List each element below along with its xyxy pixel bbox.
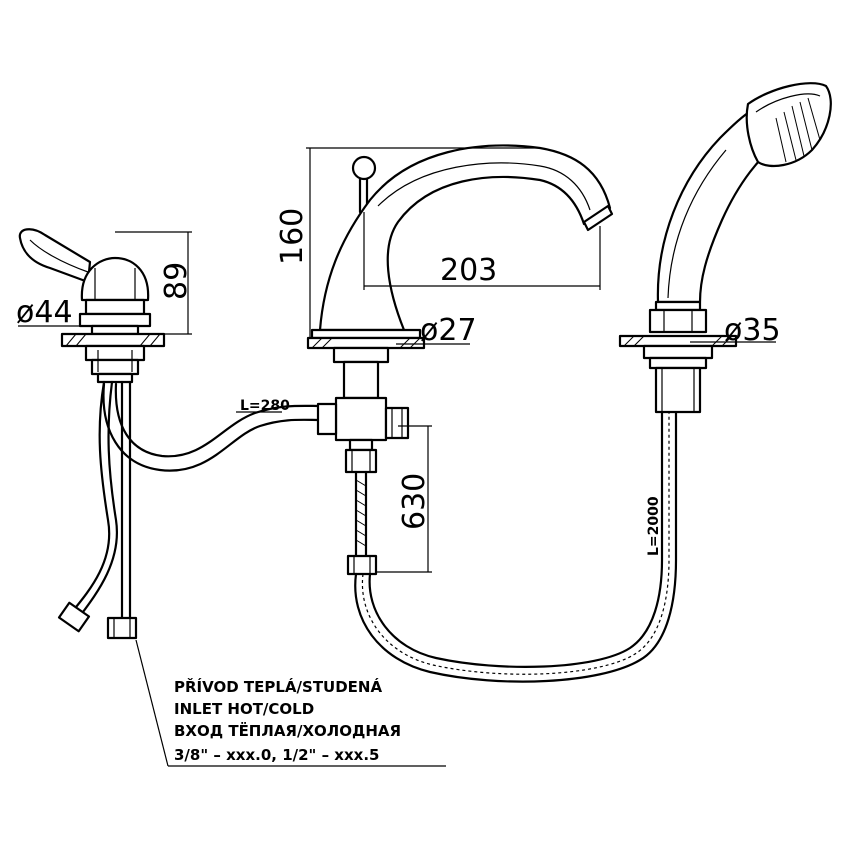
inlet-note-line-3: ВХОД ТЁПЛАЯ/ХОЛОДНАЯ — [174, 721, 401, 740]
dimension-spout-height: 160 — [275, 147, 540, 338]
dimension-spout-diameter: ø27 — [396, 313, 477, 348]
spout-height-label: 160 — [275, 208, 310, 265]
spout-reach-label: 203 — [440, 253, 497, 288]
connector-length-label: L=280 — [240, 398, 290, 414]
shower-hose-length-label: L=2000 — [646, 496, 662, 556]
hose-drop-label: 630 — [397, 473, 432, 530]
dimension-shower-diameter: ø35 — [690, 313, 781, 348]
shower-diameter-label: ø35 — [724, 313, 781, 348]
dimension-spout-reach: 203 — [363, 212, 601, 290]
dimension-handle-height: 89 — [115, 231, 194, 335]
mixer-handle-assembly — [18, 228, 166, 640]
inlet-note-line-1: PŘÍVOD TEPLÁ/STUDENÁ — [174, 677, 382, 696]
inlet-note-line-4: 3/8" – xxx.0, 1/2" – xxx.5 — [174, 746, 379, 764]
connector-hose: L=280 — [102, 382, 324, 472]
shower-hose: L=2000 — [354, 410, 678, 683]
spout-assembly — [306, 144, 614, 576]
inlet-note: PŘÍVOD TEPLÁ/STUDENÁ INLET HOT/COLD ВХОД… — [135, 639, 446, 767]
handle-diameter-label: ø44 — [16, 295, 73, 330]
handle-height-label: 89 — [159, 262, 194, 300]
dimension-hose-drop: 630 — [376, 425, 432, 573]
spout-diameter-label: ø27 — [420, 313, 477, 348]
dimension-handle-diameter: ø44 — [16, 295, 90, 330]
inlet-note-line-2: INLET HOT/COLD — [174, 700, 314, 718]
hand-shower-assembly — [618, 82, 832, 414]
